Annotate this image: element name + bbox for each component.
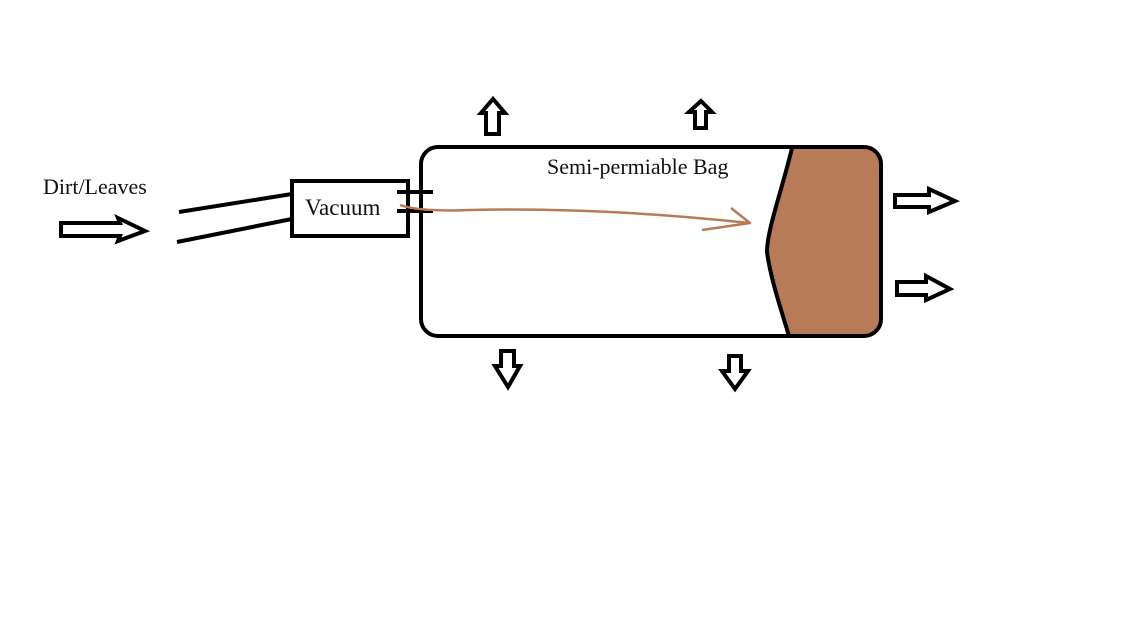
flow-arrow-head — [701, 207, 752, 232]
dirt-leaves-label: Dirt/Leaves — [43, 174, 147, 199]
hose-line-bottom — [176, 217, 293, 244]
dirt-boundary — [764, 147, 794, 337]
collected-dirt — [767, 148, 881, 336]
input-arrow-icon — [59, 213, 151, 245]
vacuum-label: Vacuum — [305, 195, 380, 220]
exhaust-right-arrow-icon-1 — [893, 185, 960, 216]
exhaust-right-arrow-icon-2 — [895, 272, 955, 304]
bag-label: Semi-permiable Bag — [547, 154, 728, 179]
exhaust-up-arrow-icon-2 — [683, 98, 717, 130]
exhaust-down-arrow-icon-2 — [718, 354, 752, 393]
exhaust-down-arrow-icon-1 — [491, 349, 524, 391]
hose-line-top — [178, 192, 293, 214]
vacuum-box — [290, 179, 410, 238]
flow-arrow — [399, 203, 750, 225]
exhaust-up-arrow-icon-1 — [476, 95, 510, 136]
semi-permeable-bag — [419, 145, 883, 338]
